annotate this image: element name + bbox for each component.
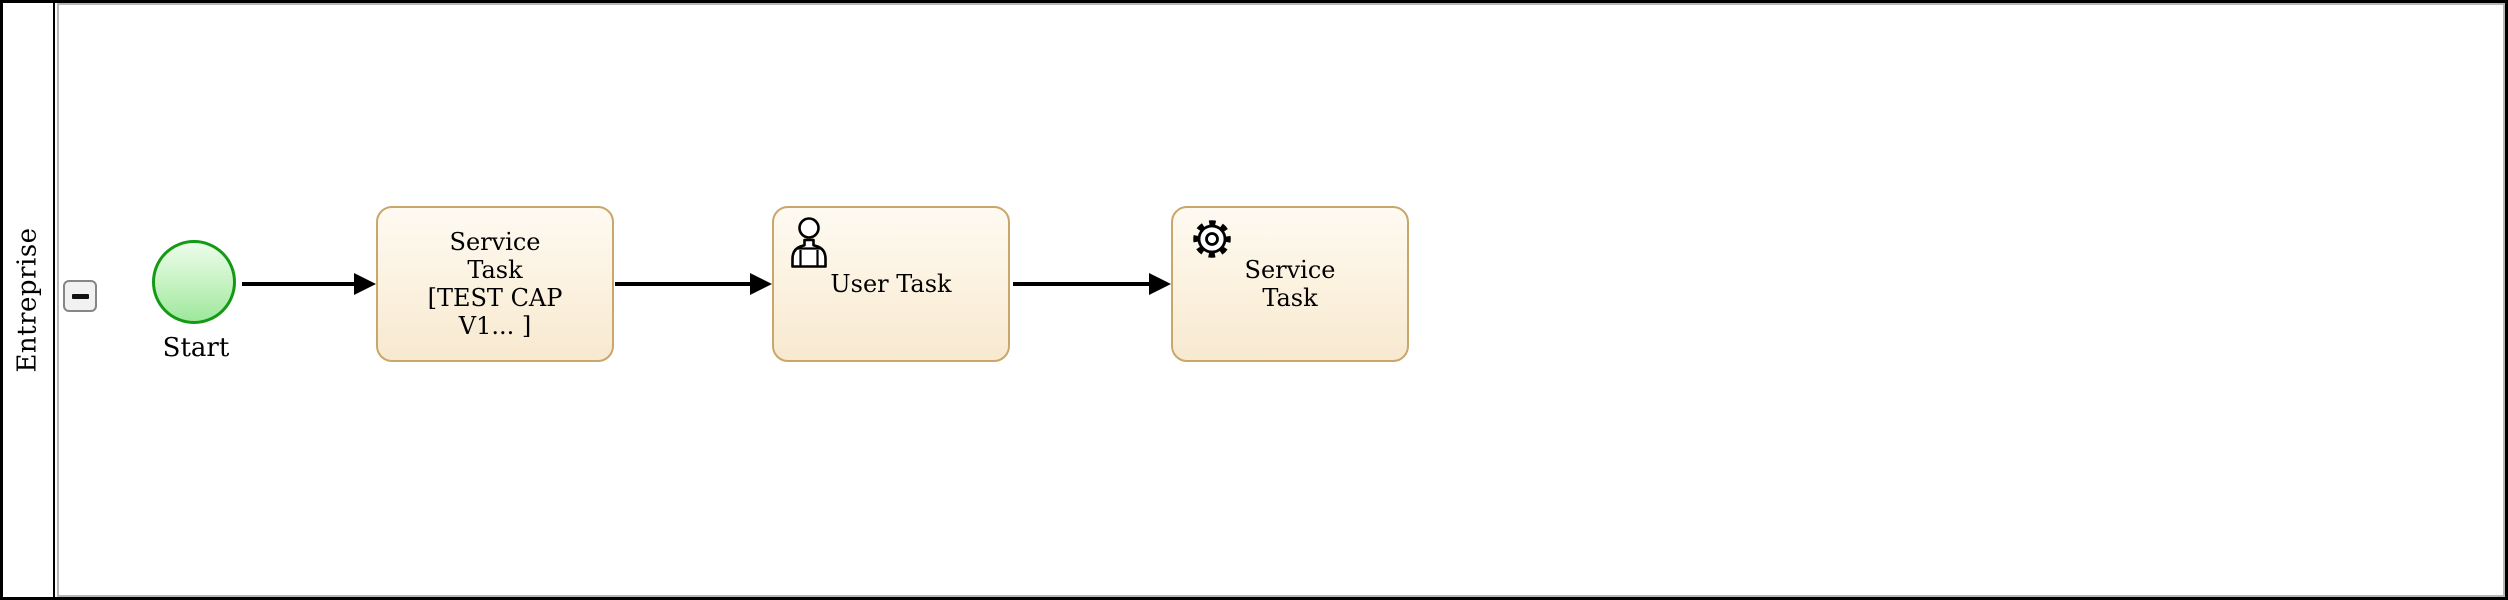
task-label-line: Service xyxy=(449,228,541,256)
flow-line xyxy=(615,282,752,286)
arrowhead-icon xyxy=(1149,273,1171,295)
user-task[interactable]: User Task xyxy=(772,206,1010,362)
service-task-2[interactable]: Service Task xyxy=(1171,206,1409,362)
lane-label: Entreprise xyxy=(13,227,44,373)
start-event[interactable] xyxy=(152,240,236,324)
lane-collapse-button[interactable] xyxy=(63,280,97,312)
lane-header[interactable]: Entreprise xyxy=(3,3,55,597)
task-label-line: Service xyxy=(1244,256,1336,284)
user-icon xyxy=(791,217,827,268)
arrowhead-icon xyxy=(354,273,376,295)
task-label-line: Task xyxy=(467,256,523,284)
service-task-1-label: Service Task [TEST CAP V1... ] xyxy=(428,228,563,340)
minus-icon xyxy=(71,293,89,299)
service-task-2-label: Service Task xyxy=(1245,256,1336,312)
start-event-label: Start xyxy=(162,333,230,363)
task-label-line: V1... ] xyxy=(458,312,532,340)
flow-line xyxy=(1013,282,1151,286)
arrowhead-icon xyxy=(750,273,772,295)
lane-content: Start Service Task [TEST CAP V1... ] xyxy=(57,3,2505,597)
sequence-flow-task2-to-task3[interactable] xyxy=(1013,272,1171,296)
sequence-flow-start-to-task1[interactable] xyxy=(242,272,376,296)
user-task-label: User Task xyxy=(830,270,952,298)
gear-icon xyxy=(1193,220,1231,258)
service-task-1[interactable]: Service Task [TEST CAP V1... ] xyxy=(376,206,614,362)
sequence-flow-task1-to-task2[interactable] xyxy=(615,272,772,296)
task-label-line: Task xyxy=(1262,284,1318,312)
flow-line xyxy=(242,282,356,286)
task-label-line: [TEST CAP xyxy=(427,284,563,312)
